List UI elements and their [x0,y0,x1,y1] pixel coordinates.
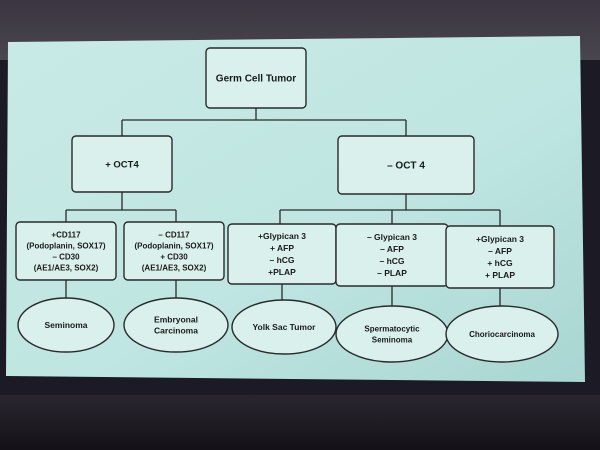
room-floor [0,395,600,450]
